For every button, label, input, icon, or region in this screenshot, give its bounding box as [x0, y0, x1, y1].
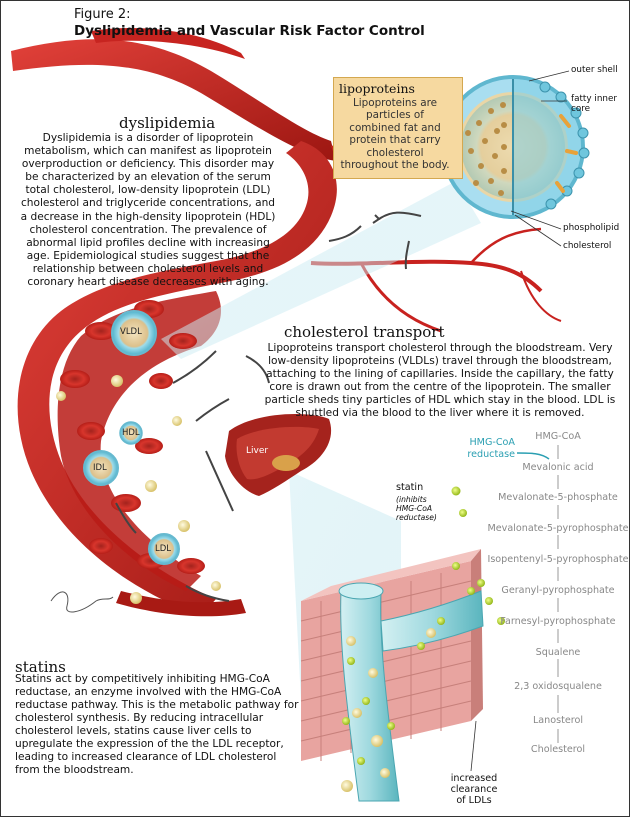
cholesterol-transport-heading: cholesterol transport [284, 323, 445, 341]
hmg-coa-reductase-label: HMG-CoA reductase [467, 437, 515, 460]
idl-particle [83, 450, 119, 486]
ldl-particle [148, 533, 180, 565]
dyslipidemia-text: Dyslipidemia is a disorder of lipoprotei… [20, 132, 276, 289]
pathway-step: Mevalonate-5-phosphate [498, 492, 618, 503]
label-fatty-inner-core: fatty inner core [571, 94, 618, 114]
phospholipid-beads [539, 81, 590, 210]
ldl-in-capillary [341, 628, 436, 792]
dyslipidemia-heading: dyslipidemia [119, 114, 216, 132]
liver-organ [225, 414, 332, 496]
statin-sublabel: (inhibits HMG-CoA reductase) [396, 495, 437, 522]
lipoproteins-heading: lipoproteins [339, 81, 415, 96]
cholesterol-rods [555, 114, 578, 193]
vldl-particle [111, 310, 157, 356]
capillary-branch-2 [359, 262, 442, 333]
label-ldl: LDL [155, 544, 172, 554]
pathway-step: Geranyl-pyrophosphate [501, 585, 615, 596]
lipoprotein-core-dots [465, 102, 507, 196]
pathway-step: Cholesterol [530, 744, 586, 755]
capillary-branch-3 [470, 227, 542, 264]
flow-arrows [115, 211, 422, 602]
lipoproteins-callout [333, 77, 463, 179]
statin-label: statin [396, 482, 424, 493]
label-idl: IDL [93, 463, 107, 473]
red-blood-cells [60, 300, 205, 574]
pathway-step: 2,3 oxidosqualene [514, 681, 602, 692]
pathway-step: HMG-CoA [535, 431, 581, 442]
figure-title: Dyslipidemia and Vascular Risk Factor Co… [74, 23, 425, 39]
label-outer-shell: outer shell [571, 65, 618, 75]
cholesterol-transport-text: Lipoproteins transport cholesterol throu… [264, 342, 616, 419]
hdl-particle [119, 421, 143, 445]
capillary-branch-4 [520, 270, 562, 322]
pathway-step: Mevalonate-5-pyrophosphate [487, 523, 629, 534]
pathway-step: Farnesyl-pyrophosphate [500, 616, 616, 627]
artery-branch-top [91, 27, 245, 59]
label-phospholipid: phospholipid [563, 223, 620, 233]
figure-label: Figure 2: [74, 7, 131, 22]
label-liver: Liver [246, 446, 269, 456]
artist-signature [50, 591, 114, 613]
clearance-label: increased clearance of LDLs [450, 773, 498, 806]
reductase-arrow [516, 452, 550, 460]
leader-lines [510, 70, 570, 247]
hdl-particles [56, 375, 221, 604]
pathway-step: Squalene [535, 647, 581, 658]
pathway-step: Mevalonic acid [522, 462, 594, 473]
label-cholesterol: cholesterol [563, 241, 612, 251]
artery-lumen [57, 291, 222, 591]
artery-main [17, 141, 337, 616]
lipoproteins-text: Lipoproteins are particles of combined f… [340, 97, 450, 172]
label-vldl: VLDL [120, 327, 142, 337]
statins-heading: statins [15, 658, 66, 676]
label-hdl: HDL [122, 428, 140, 438]
statins-text: Statins act by competitively inhibiting … [15, 673, 299, 776]
artery-end [116, 591, 246, 617]
statin-molecules [342, 486, 505, 765]
beam-lipoprotein [161, 181, 481, 359]
pathway-step: Lanosterol [532, 715, 584, 726]
lipoprotein-cutaway [441, 75, 585, 219]
pathway-step: Isopentenyl-5-pyrophosphate [487, 554, 629, 565]
clearance-leader [470, 720, 477, 772]
